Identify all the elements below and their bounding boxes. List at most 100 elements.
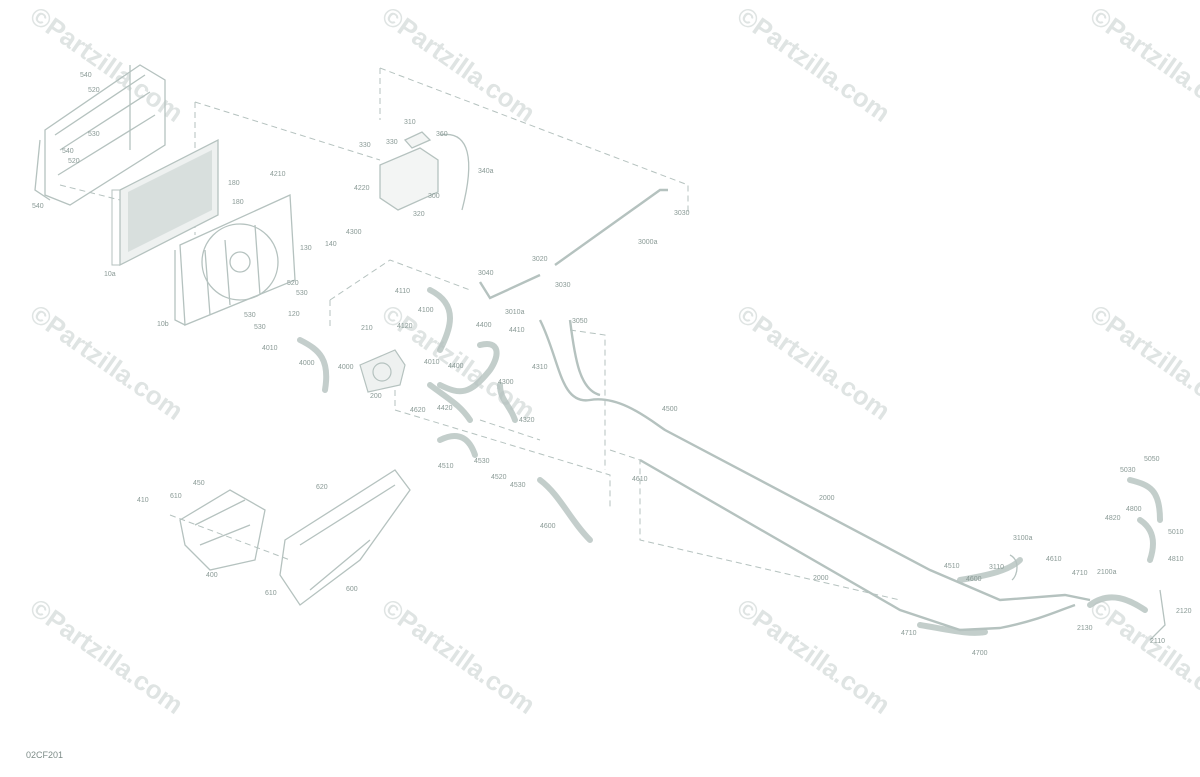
part-label: 4010 <box>262 345 278 352</box>
part-label: 4420 <box>437 405 453 412</box>
part-label: 400 <box>206 572 218 579</box>
part-label: 4100 <box>418 307 434 314</box>
part-label: 4310 <box>532 364 548 371</box>
part-label: 4710 <box>1072 570 1088 577</box>
part-label: 4000 <box>338 364 354 371</box>
part-label: 3100a <box>1013 535 1033 542</box>
diagram-code: 02CF201 <box>26 750 64 760</box>
part-label: 450 <box>193 480 205 487</box>
coolant-hoses <box>297 287 1163 636</box>
part-label: 4000 <box>299 360 315 367</box>
part-label: 3040 <box>478 270 494 277</box>
part-label: 4710 <box>901 630 917 637</box>
coolant-reservoir <box>379 131 439 211</box>
part-label: 2100a <box>1097 569 1117 576</box>
part-label: 130 <box>300 245 312 252</box>
part-label: 120 <box>288 311 300 318</box>
mounting-bracket-600 <box>279 469 411 606</box>
part-label: 4620 <box>410 407 426 414</box>
part-label: 3050 <box>572 318 588 325</box>
part-label: 180 <box>232 199 244 206</box>
part-label: 330 <box>359 142 371 149</box>
watermark: ©Partzilla.com <box>732 298 896 426</box>
part-label: 4600 <box>966 576 982 583</box>
part-label: 520 <box>88 87 100 94</box>
watermark: ©Partzilla.com <box>25 0 189 128</box>
part-label: 600 <box>346 586 358 593</box>
part-label: 540 <box>62 148 74 155</box>
part-label: 520 <box>287 280 299 287</box>
part-label: 300 <box>428 193 440 200</box>
part-label: 610 <box>170 493 182 500</box>
part-label: 180 <box>228 180 240 187</box>
part-label: 4400 <box>448 363 464 370</box>
part-label: 4600 <box>540 523 556 530</box>
part-label: 210 <box>361 325 373 332</box>
watermark: ©Partzilla.com <box>25 298 189 426</box>
part-label: 10b <box>157 321 169 328</box>
part-label: 2000 <box>813 575 829 582</box>
part-label: 10a <box>104 271 116 278</box>
part-label: 4410 <box>509 327 525 334</box>
watermark: ©Partzilla.com <box>377 592 541 720</box>
part-label: 530 <box>88 131 100 138</box>
part-label: 4800 <box>1126 506 1142 513</box>
part-label: 540 <box>32 203 44 210</box>
part-labels: 540 520 530 540 520 540 4210 180 180 10a… <box>32 72 1192 657</box>
part-label: 4820 <box>1105 515 1121 522</box>
part-label: 4510 <box>438 463 454 470</box>
part-label: 520 <box>68 158 80 165</box>
part-label: 5030 <box>1120 467 1136 474</box>
part-label: 4610 <box>632 476 648 483</box>
radiator-support-frame <box>34 64 166 206</box>
part-label: 530 <box>296 290 308 297</box>
part-label: 310 <box>404 119 416 126</box>
part-label: 2130 <box>1077 625 1093 632</box>
part-label: 410 <box>137 497 149 504</box>
part-label: 610 <box>265 590 277 597</box>
part-label: 5010 <box>1168 529 1184 536</box>
watermark: ©Partzilla.com <box>732 0 896 128</box>
part-label: 3010a <box>505 309 525 316</box>
part-label: 530 <box>244 312 256 319</box>
mounting-bracket-400 <box>179 489 266 571</box>
part-label: 3030 <box>674 210 690 217</box>
watermark-group: ©Partzilla.com ©Partzilla.com ©Partzilla… <box>25 0 1200 720</box>
part-label: 330 <box>386 139 398 146</box>
watermark: ©Partzilla.com <box>25 592 189 720</box>
part-label: 4510 <box>944 563 960 570</box>
fan-shroud-assembly <box>174 194 296 326</box>
reservoir-overflow-hose <box>439 133 470 211</box>
part-label: 4220 <box>354 185 370 192</box>
watermark: ©Partzilla.com <box>732 592 896 720</box>
watermark: ©Partzilla.com <box>1085 0 1200 128</box>
part-label: 4210 <box>270 171 286 178</box>
part-label: 3020 <box>532 256 548 263</box>
part-label: 2000 <box>819 495 835 502</box>
part-label: 2120 <box>1176 608 1192 615</box>
water-pump <box>359 349 406 393</box>
part-label: 4500 <box>662 406 678 413</box>
part-label: 4400 <box>476 322 492 329</box>
part-label: 4120 <box>397 323 413 330</box>
coolant-pipes <box>478 188 1091 632</box>
watermark: ©Partzilla.com <box>377 0 541 128</box>
part-label: 4010 <box>424 359 440 366</box>
part-label: 4320 <box>519 417 535 424</box>
part-label: 4110 <box>395 288 410 295</box>
part-label: 4530 <box>510 482 526 489</box>
part-label: 320 <box>413 211 425 218</box>
part-label: 340a <box>478 168 494 175</box>
radiator-core <box>111 138 219 267</box>
part-label: 140 <box>325 241 337 248</box>
part-label: 5050 <box>1144 456 1160 463</box>
part-label: 530 <box>254 324 266 331</box>
part-label: 4810 <box>1168 556 1184 563</box>
part-label: 4520 <box>491 474 507 481</box>
part-label: 3030 <box>555 282 571 289</box>
part-label: 4300 <box>498 379 514 386</box>
part-label: 4700 <box>972 650 988 657</box>
part-label: 620 <box>316 484 328 491</box>
watermark: ©Partzilla.com <box>1085 298 1200 426</box>
